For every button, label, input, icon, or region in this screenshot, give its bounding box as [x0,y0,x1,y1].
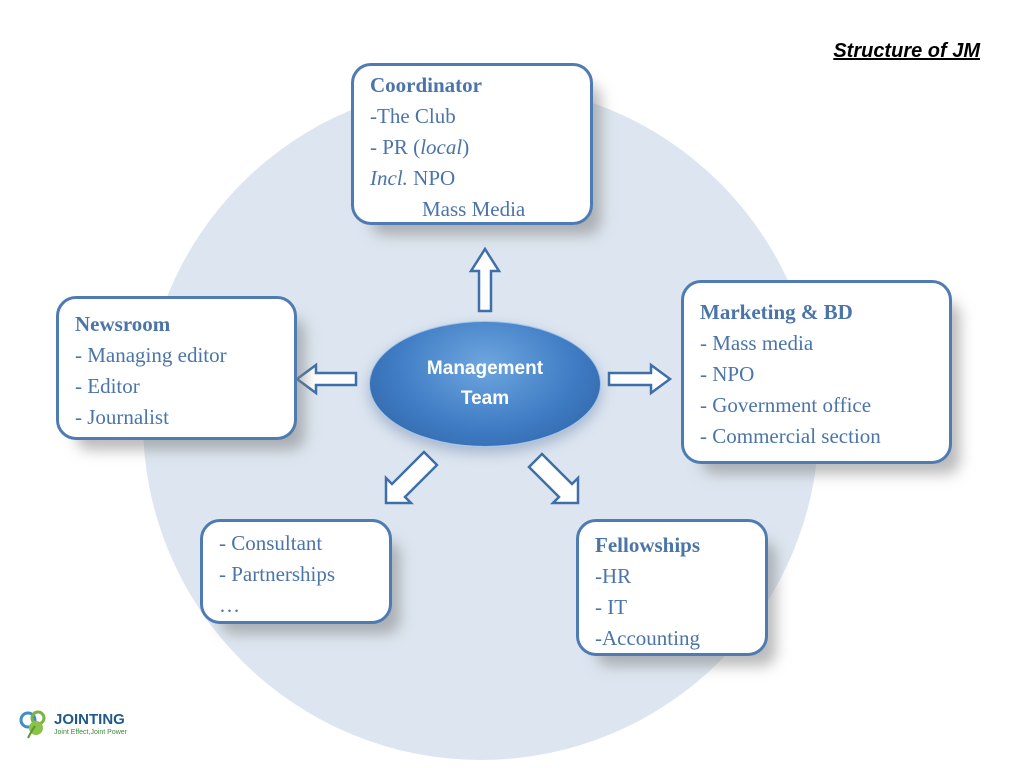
coordinator-box: Coordinator -The Club - PR (local) Incl.… [351,63,593,225]
coordinator-item: - PR (local) [370,135,470,159]
marketing-item: - Mass media [700,331,814,355]
coordinator-item: Incl. NPO [370,166,456,190]
clover-logo-icon [19,710,46,739]
consultant-item: … [219,593,240,617]
center-label-line2: Team [460,388,510,409]
consultant-item: - Partnerships [219,562,336,586]
marketing-box: Marketing & BD - Mass media - NPO - Gove… [681,280,952,464]
marketing-heading: Marketing & BD [700,300,853,324]
coordinator-item: -The Club [370,104,456,128]
fellowships-item: - IT [595,595,628,619]
newsroom-heading: Newsroom [75,312,171,336]
marketing-item: - Government office [700,393,872,417]
arrow-left-icon [294,362,358,396]
newsroom-item: - Managing editor [75,343,227,367]
consultant-item: - Consultant [219,531,323,555]
fellowships-item: -HR [595,564,632,588]
management-team-node: Management Team [369,321,601,447]
fellowships-item: -Accounting [595,626,700,650]
newsroom-box: Newsroom - Managing editor - Editor - Jo… [56,296,297,440]
consultant-box: - Consultant - Partnerships … [200,519,392,624]
arrow-up-icon [468,246,502,313]
coordinator-item: Mass Media [422,197,526,221]
newsroom-item: - Journalist [75,405,169,429]
slide-title: Structure of JM [833,40,980,62]
logo-tagline: Joint Effect,Joint Power [54,728,128,736]
newsroom-item: - Editor [75,374,140,398]
jointing-logo: JOINTING Joint Effect,Joint Power [18,708,127,740]
logo-name: JOINTING [54,710,125,728]
fellowships-heading: Fellowships [595,533,701,557]
arrow-down-right-icon [527,452,580,505]
marketing-item: - Commercial section [700,424,881,448]
center-label-line1: Management [426,358,544,379]
marketing-item: - NPO [700,362,755,386]
coordinator-heading: Coordinator [370,73,482,97]
arrow-down-left-icon [384,450,439,505]
arrow-right-icon [607,362,673,396]
fellowships-box: Fellowships -HR - IT -Accounting [576,519,768,656]
